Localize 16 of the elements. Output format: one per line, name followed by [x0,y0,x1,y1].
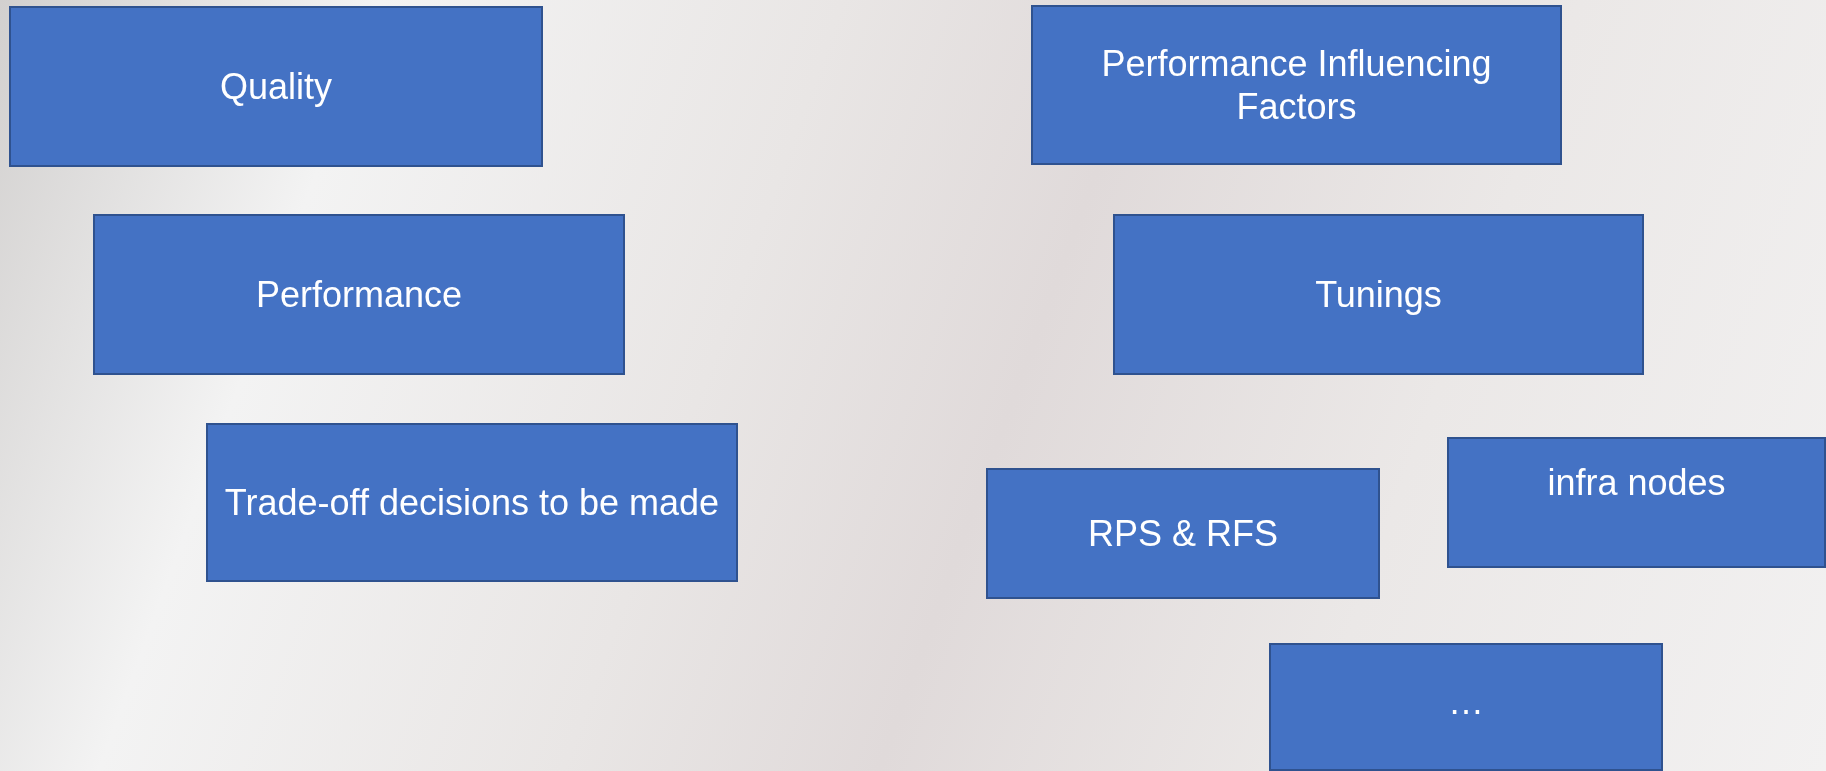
process-box [1269,643,1663,771]
process-box [1031,5,1562,165]
box-label: RPS & RFS [1086,511,1279,556]
box-label: Performance Influencing Factors [1100,41,1493,129]
process-box [93,214,625,375]
process-box [986,468,1380,599]
box-label: Quality [218,64,333,109]
box-label: Trade-off decisions to be made [223,480,721,525]
process-box [1113,214,1644,375]
box-label: … [1447,680,1485,724]
process-box [206,423,738,582]
box-label: Performance [254,272,464,317]
box-label: infra nodes [1546,461,1727,505]
box-label: Tunings [1314,272,1443,317]
process-box [1447,437,1826,568]
process-box [9,6,543,167]
